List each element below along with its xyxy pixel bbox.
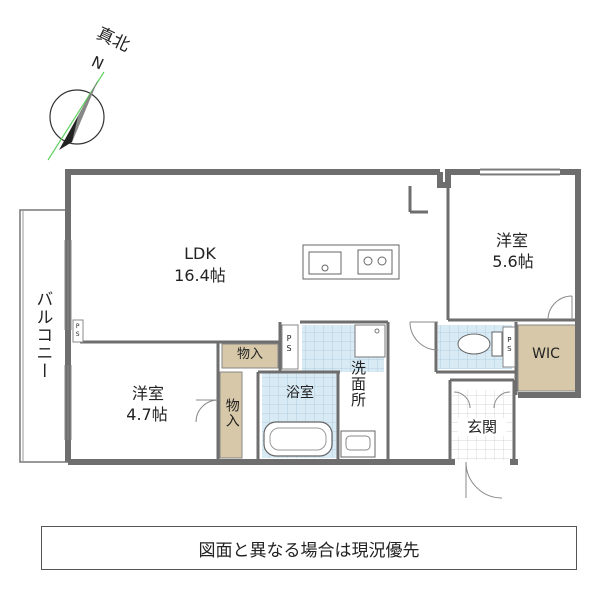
wic-fill — [517, 324, 577, 392]
disclaimer-caption: 図面と異なる場合は現況優先 — [41, 526, 577, 570]
western1-name: 洋室 — [495, 231, 528, 250]
storage2-fill — [219, 371, 243, 459]
ldk-size: 16.4帖 — [174, 266, 226, 285]
compass-icon — [47, 71, 105, 161]
windows — [64, 168, 560, 440]
western2-size: 4.7帖 — [126, 405, 168, 424]
ps-box-balcony — [72, 319, 84, 343]
storage1-label: 物入 — [236, 347, 263, 362]
doors — [195, 295, 573, 499]
washbasin — [340, 430, 376, 458]
entrance-label: 玄関 — [458, 418, 506, 436]
bath-label: 浴室 — [286, 385, 314, 401]
inner-walls — [80, 185, 578, 462]
storage2-label: 物入 — [223, 398, 240, 428]
balcony-area — [19, 209, 69, 463]
wic-label: WIC — [532, 346, 560, 362]
ps-box-bath — [281, 324, 299, 370]
washer — [354, 324, 386, 358]
bathtub — [263, 421, 333, 457]
kitchen-counter — [302, 244, 400, 280]
balcony-label: バルコニー — [32, 290, 53, 380]
ldk-name: LDK — [184, 244, 216, 263]
toilet — [457, 331, 503, 357]
ps-label-bath: PS — [284, 334, 294, 354]
washroom-label: 洗面所 — [349, 360, 367, 408]
western2-name: 洋室 — [131, 384, 164, 403]
ps-label-toilet: PS — [505, 336, 514, 354]
ps-box-toilet — [502, 326, 516, 368]
storage1-fill — [221, 343, 279, 369]
ps-label-balcony: PS — [74, 323, 82, 339]
western1-size: 5.6帖 — [492, 252, 534, 271]
